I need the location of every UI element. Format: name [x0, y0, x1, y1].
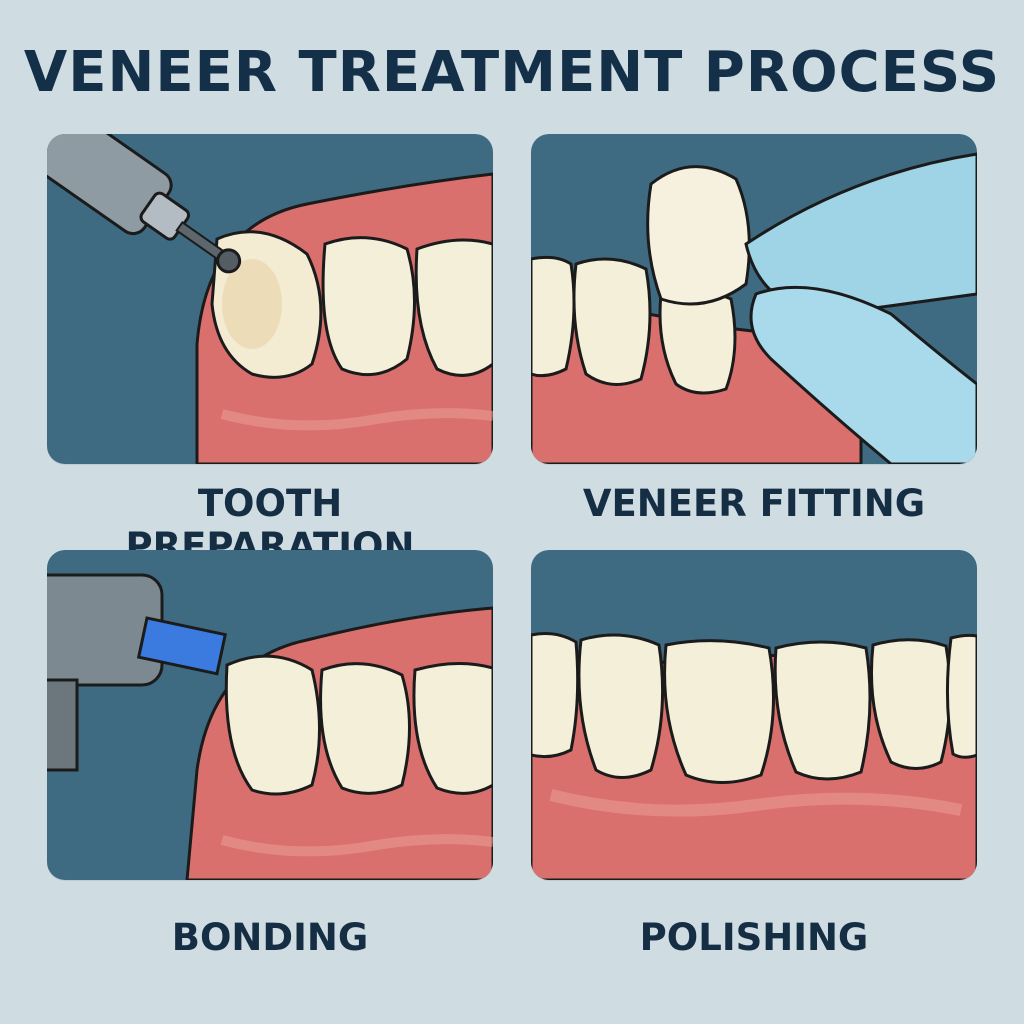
gloved-finger: [744, 152, 977, 316]
tooth-preparation-illustration: [47, 134, 493, 464]
tooth-preparation-panel: [47, 134, 493, 464]
tooth: [224, 654, 321, 796]
curing-light: [47, 573, 228, 772]
tooth: [663, 639, 775, 784]
tooth: [945, 633, 977, 759]
veneer: [646, 165, 751, 306]
tooth: [531, 255, 576, 378]
tooth: [773, 640, 872, 781]
tooth: [414, 238, 493, 377]
tooth: [572, 257, 652, 386]
tooth: [412, 661, 493, 795]
veneer-fitting-illustration: [531, 152, 977, 464]
dental-drill: [47, 134, 242, 274]
veneer-fitting-panel: [531, 134, 977, 464]
tooth: [870, 638, 952, 770]
bonding-panel: [47, 550, 493, 880]
tooth: [321, 236, 416, 377]
step-label-bonding: BONDING: [171, 916, 369, 959]
gloved-thumb: [749, 285, 977, 464]
tooth: [319, 662, 411, 795]
tooth: [531, 632, 580, 759]
bonding-illustration: [47, 573, 493, 880]
step-label-veneer-fitting: VENEER FITTING: [582, 482, 926, 525]
tooth: [577, 633, 665, 779]
page-title: VENEER TREATMENT PROCESS: [23, 40, 1001, 105]
polishing-illustration: [531, 632, 977, 880]
step-label-polishing: POLISHING: [639, 916, 869, 959]
polishing-panel: [531, 550, 977, 880]
